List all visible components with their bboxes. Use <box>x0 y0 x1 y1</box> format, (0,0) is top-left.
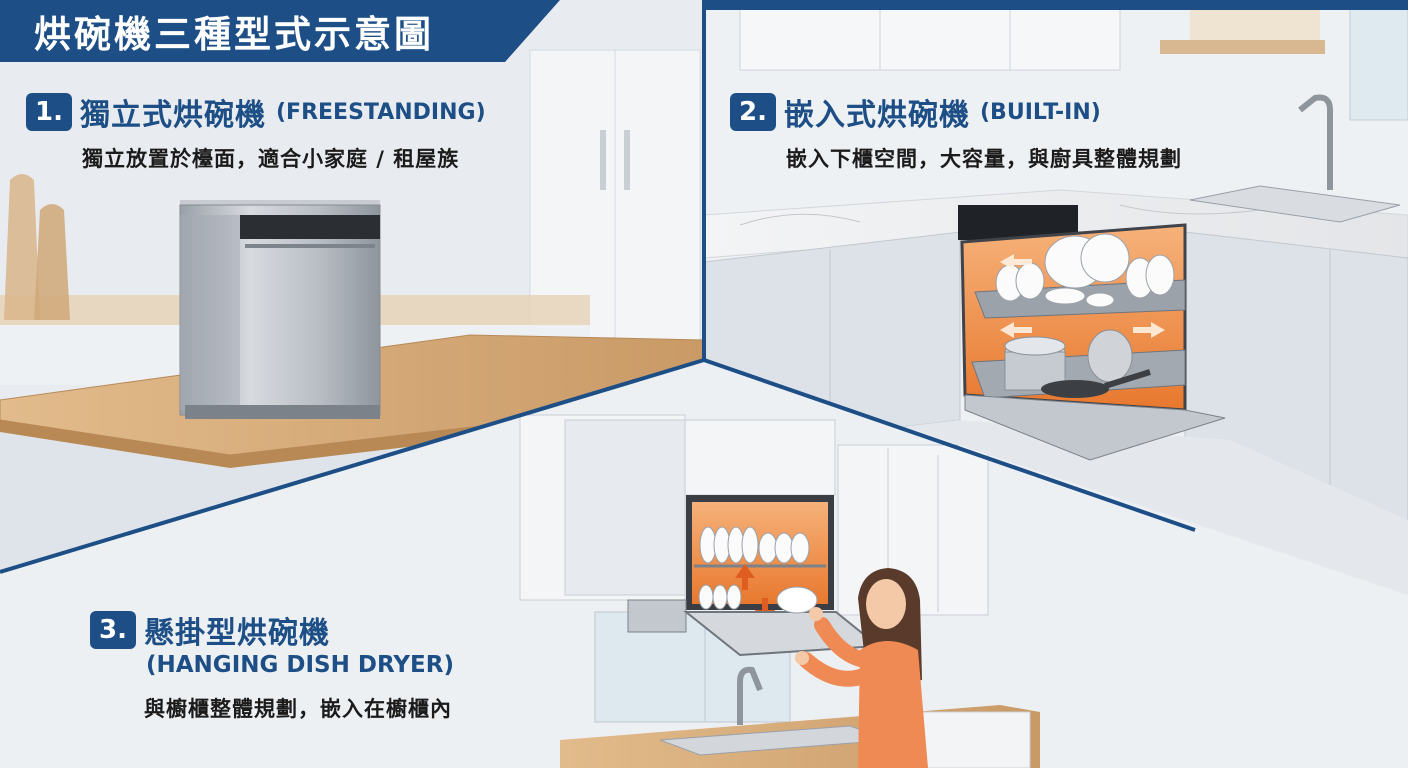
section-2-number: 2. <box>730 93 776 131</box>
section-2-heading: 2. 嵌入式烘碗機 (BUILT-IN) <box>730 90 1101 134</box>
divider-line-right <box>703 358 1196 532</box>
section-1-heading: 1. 獨立式烘碗機 (FREESTANDING) <box>26 90 486 134</box>
section-2-english: (BUILT-IN) <box>980 99 1101 125</box>
section-2-description: 嵌入下櫃空間，大容量，與廚具整體規劃 <box>786 147 1182 171</box>
section-3-english: (HANGING DISH DRYER) <box>146 652 454 678</box>
panel-freestanding-art <box>0 0 704 572</box>
section-1-description: 獨立放置於檯面，適合小家庭 / 租屋族 <box>82 147 460 171</box>
section-2-title: 嵌入式烘碗機 <box>784 98 970 133</box>
title-banner <box>0 0 560 62</box>
freestanding-dishwasher <box>179 200 381 419</box>
section-3-number: 3. <box>90 611 136 649</box>
section-3-heading: 3. 懸掛型烘碗機 <box>90 608 330 652</box>
section-1-english: (FREESTANDING) <box>276 99 486 125</box>
section-1-title: 獨立式烘碗機 <box>80 98 266 133</box>
section-3-description: 與櫥櫃整體規劃，嵌入在櫥櫃內 <box>144 697 452 721</box>
woman-figure <box>776 568 928 768</box>
divider-line-left <box>0 358 705 574</box>
section-3-title: 懸掛型烘碗機 <box>144 616 330 651</box>
page-title: 烘碗機三種型式示意圖 <box>34 13 434 56</box>
builtin-dishwasher <box>958 205 1226 461</box>
section-1-number: 1. <box>26 93 72 131</box>
